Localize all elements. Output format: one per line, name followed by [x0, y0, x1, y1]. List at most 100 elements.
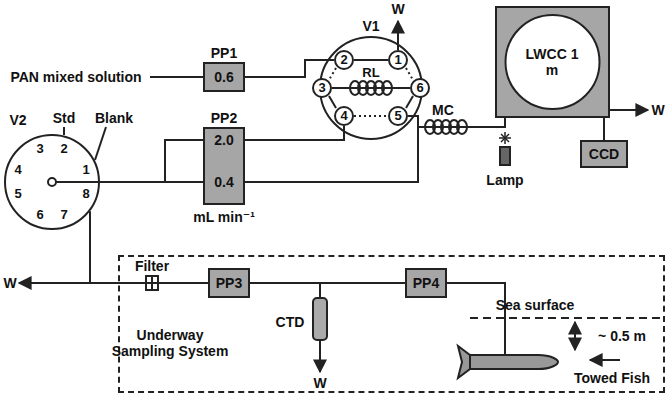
valve-outline [319, 36, 423, 140]
pump-box: PP4 [405, 268, 447, 298]
node-text: 2.0 [214, 132, 233, 148]
pump-box: PP10.6 [203, 62, 245, 92]
port-number: 5 [14, 186, 21, 202]
flow-connector [245, 126, 344, 140]
port-number: 1 [82, 162, 89, 178]
leader-line [63, 127, 65, 135]
cell-circle [506, 15, 600, 109]
waste-label: W [651, 102, 664, 118]
part-label: Lamp [486, 172, 523, 188]
node-text: PP3 [216, 275, 242, 291]
waste-arrow [19, 282, 90, 284]
node-text: 6 [416, 80, 423, 96]
node-text: 0.4 [214, 174, 233, 190]
valve-channel [406, 96, 413, 108]
port-number: 6 [36, 207, 43, 223]
valve-port: 3 [312, 78, 332, 98]
valve-port: 1 [388, 50, 408, 70]
valve-circle [411, 79, 429, 97]
part-label: ~ 0.5 m [598, 328, 646, 344]
flow-connector [90, 211, 208, 283]
flow-connector [100, 140, 203, 182]
node-text: 1 [394, 52, 401, 68]
lwcc-cell: LWCC 1 m [495, 6, 610, 118]
node-text: PP2 [211, 110, 237, 126]
port-number: 7 [60, 207, 67, 223]
port-number: 3 [36, 141, 43, 157]
node-text: mL min⁻¹ [193, 209, 255, 225]
part-label: RL [362, 65, 379, 81]
sample-line [447, 283, 505, 355]
valve-port: 4 [334, 106, 354, 126]
valve-circle [389, 51, 407, 69]
valve-center [48, 178, 56, 186]
waste-label: W [3, 275, 16, 291]
sea-surface-line [470, 317, 660, 319]
node-text: LWCC 1 m [522, 46, 582, 78]
port-number: 2 [60, 141, 67, 157]
valve-port: 6 [410, 78, 430, 98]
waste-label: W [391, 1, 404, 17]
flow-connector [408, 116, 505, 127]
part-label: Std [53, 110, 76, 126]
valve-port: 2 [334, 50, 354, 70]
node-text: PP1 [211, 45, 237, 61]
leader-line [95, 127, 106, 160]
towed-fish-body [468, 355, 558, 369]
flow-connector [245, 60, 334, 77]
node-text: Underway Sampling System [108, 327, 233, 359]
ctd-symbol [313, 298, 327, 340]
selection-valve: V2 [4, 134, 100, 230]
valve-circle [320, 37, 422, 139]
node-text: 5 [394, 108, 401, 124]
part-label: Sea surface [496, 297, 575, 313]
part-label: PAN mixed solution [10, 69, 141, 85]
valve-stub [56, 181, 100, 183]
valve-channel [354, 115, 388, 117]
valve-circle [389, 107, 407, 125]
injection-valve: V1213645 [319, 36, 423, 140]
part-label: CTD [276, 314, 305, 330]
reaction-loop-coil [350, 81, 392, 95]
ccd-detector: CCD [580, 140, 628, 168]
node-text: 0.6 [214, 69, 233, 85]
valve-channel [406, 68, 413, 80]
valve-circle [335, 107, 353, 125]
part-label: MC [432, 102, 454, 118]
valve-channel [329, 96, 336, 108]
lamp-star [499, 132, 511, 144]
inlet-line [150, 76, 203, 78]
part-label: Blank [95, 110, 133, 126]
reaction-loop [332, 87, 410, 89]
pump-box: PP3 [208, 268, 250, 298]
pump-box: PP22.00.4mL min⁻¹ [203, 127, 245, 205]
port-number: 4 [14, 162, 21, 178]
sample-line [319, 283, 321, 298]
node-text: 4 [340, 108, 347, 124]
node-text: PP4 [413, 275, 439, 291]
valve-circle [313, 79, 331, 97]
waste-arrow [610, 109, 648, 111]
waste-label: W [313, 375, 326, 391]
flow-connector [603, 118, 605, 140]
valve-channel [354, 59, 388, 61]
towed-fish-tail [458, 346, 470, 378]
part-label: Towed Fish [574, 370, 650, 386]
valve-channel [329, 68, 336, 80]
node-text: 2 [340, 52, 347, 68]
valve-port: 5 [388, 106, 408, 126]
node-text: V1 [362, 18, 379, 34]
lamp-symbol [500, 147, 510, 165]
node-text: V2 [9, 112, 26, 128]
flow-direction-arrow [590, 359, 620, 361]
valve-outline [4, 134, 100, 230]
flow-connector [245, 118, 505, 182]
part-label: Filter [135, 258, 169, 274]
node-text: CCD [589, 146, 619, 162]
port-number: 8 [82, 186, 89, 202]
node-text: 3 [318, 80, 325, 96]
depth-arrow [574, 322, 576, 350]
valve-circle [5, 135, 99, 229]
flow-connector [250, 282, 405, 284]
